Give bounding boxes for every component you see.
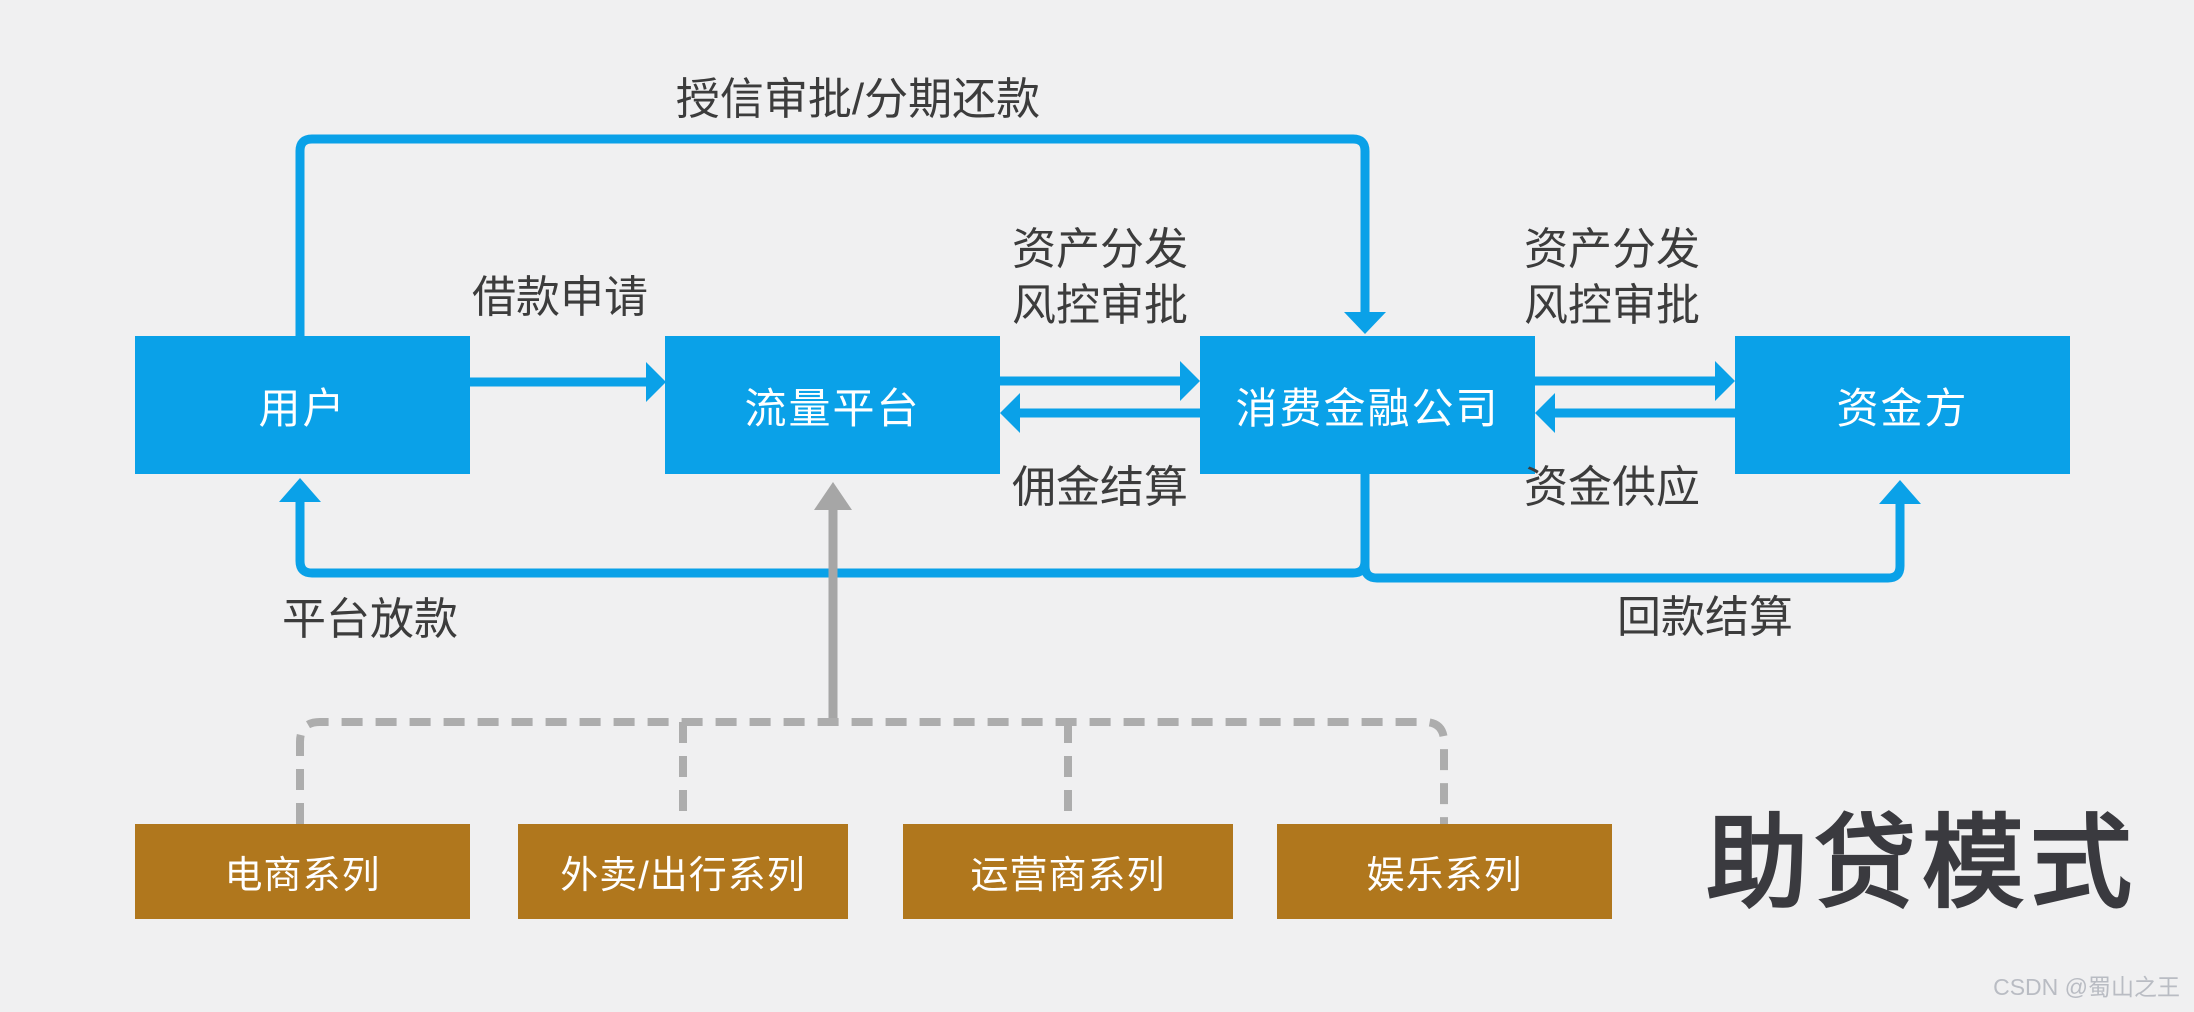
edge-label-asset-risk-b: 资产分发 风控审批 — [1524, 222, 1700, 334]
edge-label-risk-control-a: 风控审批 — [1012, 281, 1188, 330]
edge-label-asset-risk-a: 资产分发 风控审批 — [1012, 222, 1188, 334]
edge-label-credit-approval: 授信审批/分期还款 — [675, 75, 1041, 124]
arrowhead-left-icon — [1000, 393, 1020, 433]
edge-asset-distribution-a-arrow — [1000, 361, 1200, 401]
arrowhead-up-icon — [1879, 480, 1921, 504]
edge-label-risk-control-b: 风控审批 — [1524, 281, 1700, 330]
edge-label-asset-distribution-a: 资产分发 — [1012, 225, 1188, 274]
edge-label-platform-lending: 平台放款 — [282, 595, 458, 644]
channel-operator-label: 运营商系列 — [970, 855, 1166, 897]
edge-loan-application-arrow — [470, 362, 666, 402]
edge-commission-settlement-arrow — [1000, 393, 1200, 433]
channel-operator: 运营商系列 — [903, 824, 1233, 919]
page-title: 助贷模式 — [1706, 806, 2138, 921]
node-traffic-platform: 流量平台 — [665, 336, 1000, 474]
node-funder-label: 资金方 — [1836, 384, 1969, 432]
edge-label-funding-supply: 资金供应 — [1524, 463, 1700, 512]
node-consumer-finance-label: 消费金融公司 — [1235, 384, 1500, 432]
edge-label-asset-distribution-b: 资产分发 — [1524, 225, 1700, 274]
edge-repayment-settlement-arrow — [1360, 474, 1921, 583]
arrowhead-down-icon — [1344, 312, 1386, 334]
channel-ecommerce: 电商系列 — [135, 824, 470, 919]
channel-entertainment: 娱乐系列 — [1277, 824, 1612, 919]
arrowhead-right-icon — [1180, 361, 1200, 401]
channel-delivery-travel-label: 外卖/出行系列 — [560, 855, 806, 897]
node-funder: 资金方 — [1735, 336, 2070, 474]
arrowhead-right-icon — [1715, 361, 1735, 401]
arrowhead-right-icon — [646, 362, 666, 402]
edge-asset-distribution-b-arrow — [1535, 361, 1735, 401]
node-consumer-finance: 消费金融公司 — [1200, 336, 1535, 474]
channel-entertainment-label: 娱乐系列 — [1366, 855, 1523, 897]
edge-label-repayment-settlement: 回款结算 — [1617, 593, 1793, 642]
watermark: CSDN @蜀山之王 — [1993, 974, 2180, 1000]
edge-label-loan-application: 借款申请 — [472, 273, 648, 322]
arrowhead-left-icon — [1535, 393, 1555, 433]
arrowhead-up-icon — [814, 482, 852, 510]
edge-credit-approval-arrow — [295, 134, 1386, 336]
channel-delivery-travel: 外卖/出行系列 — [518, 824, 848, 919]
edge-channels-to-traffic-arrow — [814, 482, 852, 722]
edge-platform-lending-arrow — [279, 474, 1370, 578]
edge-funding-supply-arrow — [1535, 393, 1735, 433]
node-traffic-platform-label: 流量平台 — [744, 384, 921, 432]
channel-ecommerce-label: 电商系列 — [224, 855, 381, 897]
node-user-label: 用户 — [258, 384, 347, 432]
edge-label-commission-settlement: 佣金结算 — [1012, 463, 1188, 512]
arrowhead-up-icon — [279, 478, 321, 502]
node-user: 用户 — [135, 336, 470, 474]
channel-dashed-connector — [296, 718, 1448, 824]
